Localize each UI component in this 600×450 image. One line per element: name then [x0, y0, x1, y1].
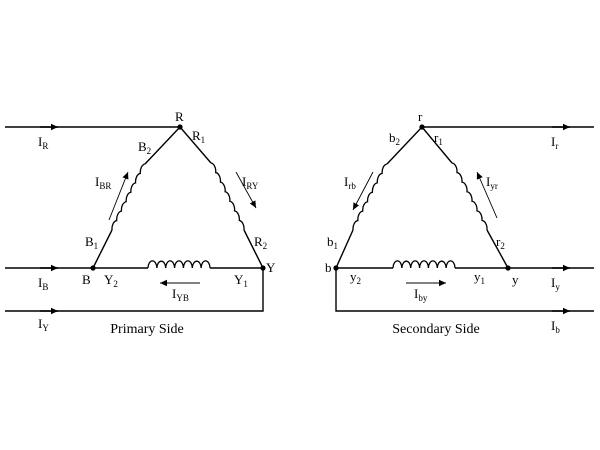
primary-node-b-label: B — [82, 272, 91, 287]
secondary-node-y-label: y — [512, 272, 519, 287]
secondary-winding-rb-leads — [335, 126, 423, 269]
primary-node-b — [90, 265, 96, 271]
primary-terminal-y1-label: Y1 — [234, 272, 248, 289]
primary-node-y-label: Y — [266, 260, 276, 275]
primary-side-caption: Primary Side — [110, 322, 184, 337]
secondary-terminal-b2-label: b2 — [389, 130, 400, 147]
primary-phase-current-br-label: IBR — [95, 174, 111, 191]
secondary-phase-current-rb-label: Irb — [344, 174, 356, 191]
primary-phase-current-br-arrow — [108, 171, 129, 221]
secondary-winding-rb — [352, 163, 388, 231]
primary-node-r-label: R — [175, 109, 184, 124]
secondary-terminal-y2-label: y2 — [350, 269, 361, 286]
primary-phase-current-ry-arrow — [235, 171, 257, 209]
secondary-winding-by — [392, 260, 456, 269]
primary-node-r — [177, 124, 183, 130]
secondary-winding-yr-leads — [421, 126, 509, 269]
primary-winding-yb — [147, 260, 211, 269]
primary-line-current-b-label: IB — [38, 275, 48, 292]
primary-line-y — [5, 268, 264, 312]
secondary-node-b-label: b — [325, 260, 332, 275]
secondary-terminal-r2-label: r2 — [496, 234, 505, 251]
primary-winding-br — [111, 163, 146, 231]
secondary-node-r — [419, 124, 425, 130]
secondary-line-current-y-label: Iy — [551, 275, 560, 292]
secondary-terminal-b1-label: b1 — [327, 234, 338, 251]
secondary-node-b — [333, 265, 339, 271]
secondary-side: Ir Iy Ib r b y b2 r1 b1 r2 y2 y1 Irb Iyr… — [325, 109, 594, 337]
primary-node-y — [260, 265, 266, 271]
primary-terminal-r1-label: R1 — [192, 128, 205, 145]
primary-terminal-b1-label: B1 — [85, 234, 98, 251]
primary-winding-ry-leads — [179, 126, 264, 269]
primary-phase-current-ry-label: IRY — [242, 174, 259, 191]
secondary-terminal-y1-label: y1 — [474, 269, 485, 286]
secondary-node-y — [505, 265, 511, 271]
primary-terminal-y2-label: Y2 — [104, 272, 118, 289]
primary-winding-br-leads — [92, 126, 181, 269]
primary-winding-ry — [210, 162, 245, 231]
secondary-node-r-label: r — [418, 109, 423, 124]
secondary-terminal-r1-label: r1 — [434, 130, 443, 147]
primary-terminal-b2-label: B2 — [138, 139, 151, 156]
secondary-winding-yr — [451, 162, 488, 231]
primary-line-current-y-label: IY — [38, 316, 49, 333]
secondary-phase-current-by-label: Iby — [414, 286, 428, 303]
primary-phase-current-yb-label: IYB — [172, 286, 189, 303]
primary-terminal-r2-label: R2 — [254, 234, 267, 251]
secondary-line-current-b-label: Ib — [551, 318, 560, 335]
primary-side: IR IB IY R B Y B2 R1 B1 R2 Y2 Y1 IBR IRY… — [5, 109, 276, 337]
secondary-line-b — [335, 268, 594, 312]
secondary-phase-current-yr-arrow — [476, 171, 498, 219]
secondary-line-current-r-label: Ir — [551, 134, 558, 151]
primary-line-current-r-label: IR — [38, 134, 48, 151]
secondary-side-caption: Secondary Side — [392, 322, 479, 337]
secondary-phase-current-rb-arrow — [352, 171, 374, 211]
secondary-phase-current-yr-label: Iyr — [486, 174, 498, 191]
